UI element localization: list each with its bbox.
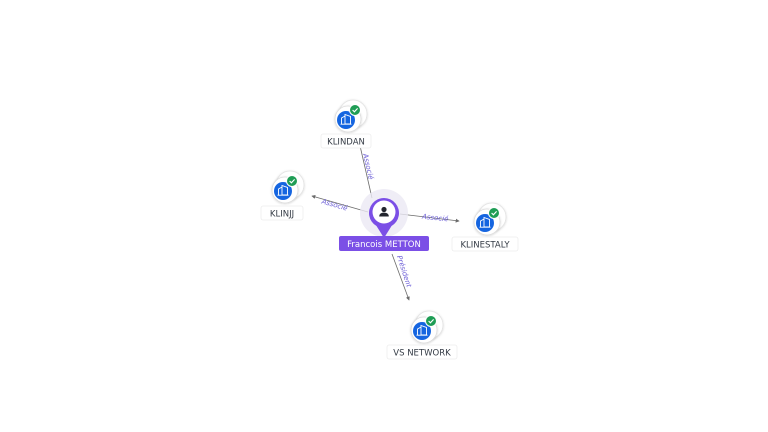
- check-badge-icon: [349, 104, 361, 116]
- building-icon: [476, 214, 494, 232]
- edge-klinjj: Associé: [311, 194, 369, 213]
- company-node-klindan[interactable]: KLINDAN: [320, 99, 372, 149]
- company-node-klinjj[interactable]: KLINJJ: [260, 170, 305, 221]
- edge-label-klinjj: Associé: [320, 197, 349, 212]
- company-label-klinjj: KLINJJ: [270, 210, 294, 220]
- person-node-center[interactable]: Francois METTON: [339, 189, 429, 251]
- company-label-klinestaly: KLINESTALY: [460, 241, 510, 251]
- edge-vs-network: Président: [391, 253, 413, 301]
- edge-label-klinestaly: Associé: [421, 213, 450, 224]
- check-badge-icon: [488, 207, 500, 219]
- person-name-label: Francois METTON: [347, 240, 421, 250]
- person-icon: [379, 206, 389, 217]
- check-badge-icon: [425, 315, 437, 327]
- check-badge-icon: [286, 175, 298, 187]
- edge-label-klindan: Associé: [361, 152, 375, 181]
- building-icon: [274, 182, 292, 200]
- building-icon: [337, 111, 355, 129]
- company-label-klindan: KLINDAN: [327, 138, 365, 148]
- edge-klinestaly: Associé: [399, 213, 460, 224]
- building-icon: [413, 322, 431, 340]
- company-label-vs-network: VS NETWORK: [393, 349, 451, 359]
- company-node-vs-network[interactable]: VS NETWORK: [386, 310, 458, 360]
- person-label-box: [339, 236, 429, 251]
- edge-label-vs-network: Président: [395, 254, 413, 288]
- company-node-klinestaly[interactable]: KLINESTALY: [451, 202, 519, 252]
